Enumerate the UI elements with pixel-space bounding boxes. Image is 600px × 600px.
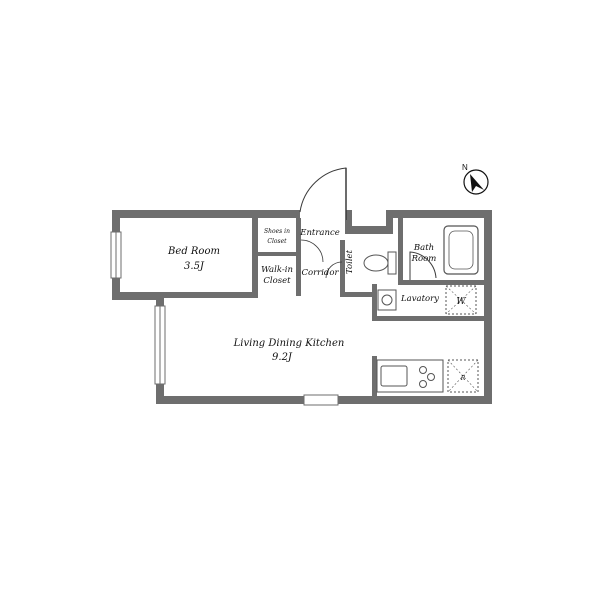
toilet-door[interactable]	[325, 261, 343, 279]
compass-label: N	[462, 163, 468, 172]
washer-label: W	[456, 297, 466, 307]
north-compass-icon	[463, 169, 489, 195]
toilet-label: Toilet	[345, 249, 355, 274]
refrigerator-space	[447, 359, 479, 393]
washer-pan	[445, 285, 477, 315]
closet-door[interactable]	[300, 239, 324, 263]
bedroom-label: Bed Room	[167, 246, 220, 257]
outer-wall	[112, 210, 492, 404]
corridor-label: Corridor	[301, 268, 339, 278]
bathtub	[443, 225, 479, 275]
bath-room-label-2: Room	[411, 254, 437, 264]
bedroom-size: 3.5J	[184, 261, 205, 272]
entrance-label: Entrance	[299, 228, 340, 238]
ldk-label: Living Dining Kitchen	[233, 338, 345, 349]
bath-door[interactable]	[409, 251, 437, 280]
entrance-door[interactable]	[299, 167, 347, 220]
bath-room-label-1: Bath	[413, 243, 434, 253]
shoes-closet-label-2: Closet	[267, 238, 287, 245]
sink	[377, 289, 397, 311]
walkin-closet-label-1: Walk-in	[261, 265, 293, 275]
toilet-fixture	[363, 251, 397, 275]
ldk-size: 9.2J	[272, 352, 293, 363]
walkin-closet-label-2: Closet	[263, 276, 291, 286]
shoes-closet-label-1: Shoes in	[264, 228, 290, 235]
ldk-bottom-window	[303, 394, 339, 406]
interior-walls	[164, 218, 484, 396]
entrance-opening	[300, 209, 346, 220]
kitchen-counter	[376, 359, 444, 393]
refrigerator-label: R	[460, 375, 466, 382]
lavatory-label: Lavatory	[400, 294, 439, 304]
